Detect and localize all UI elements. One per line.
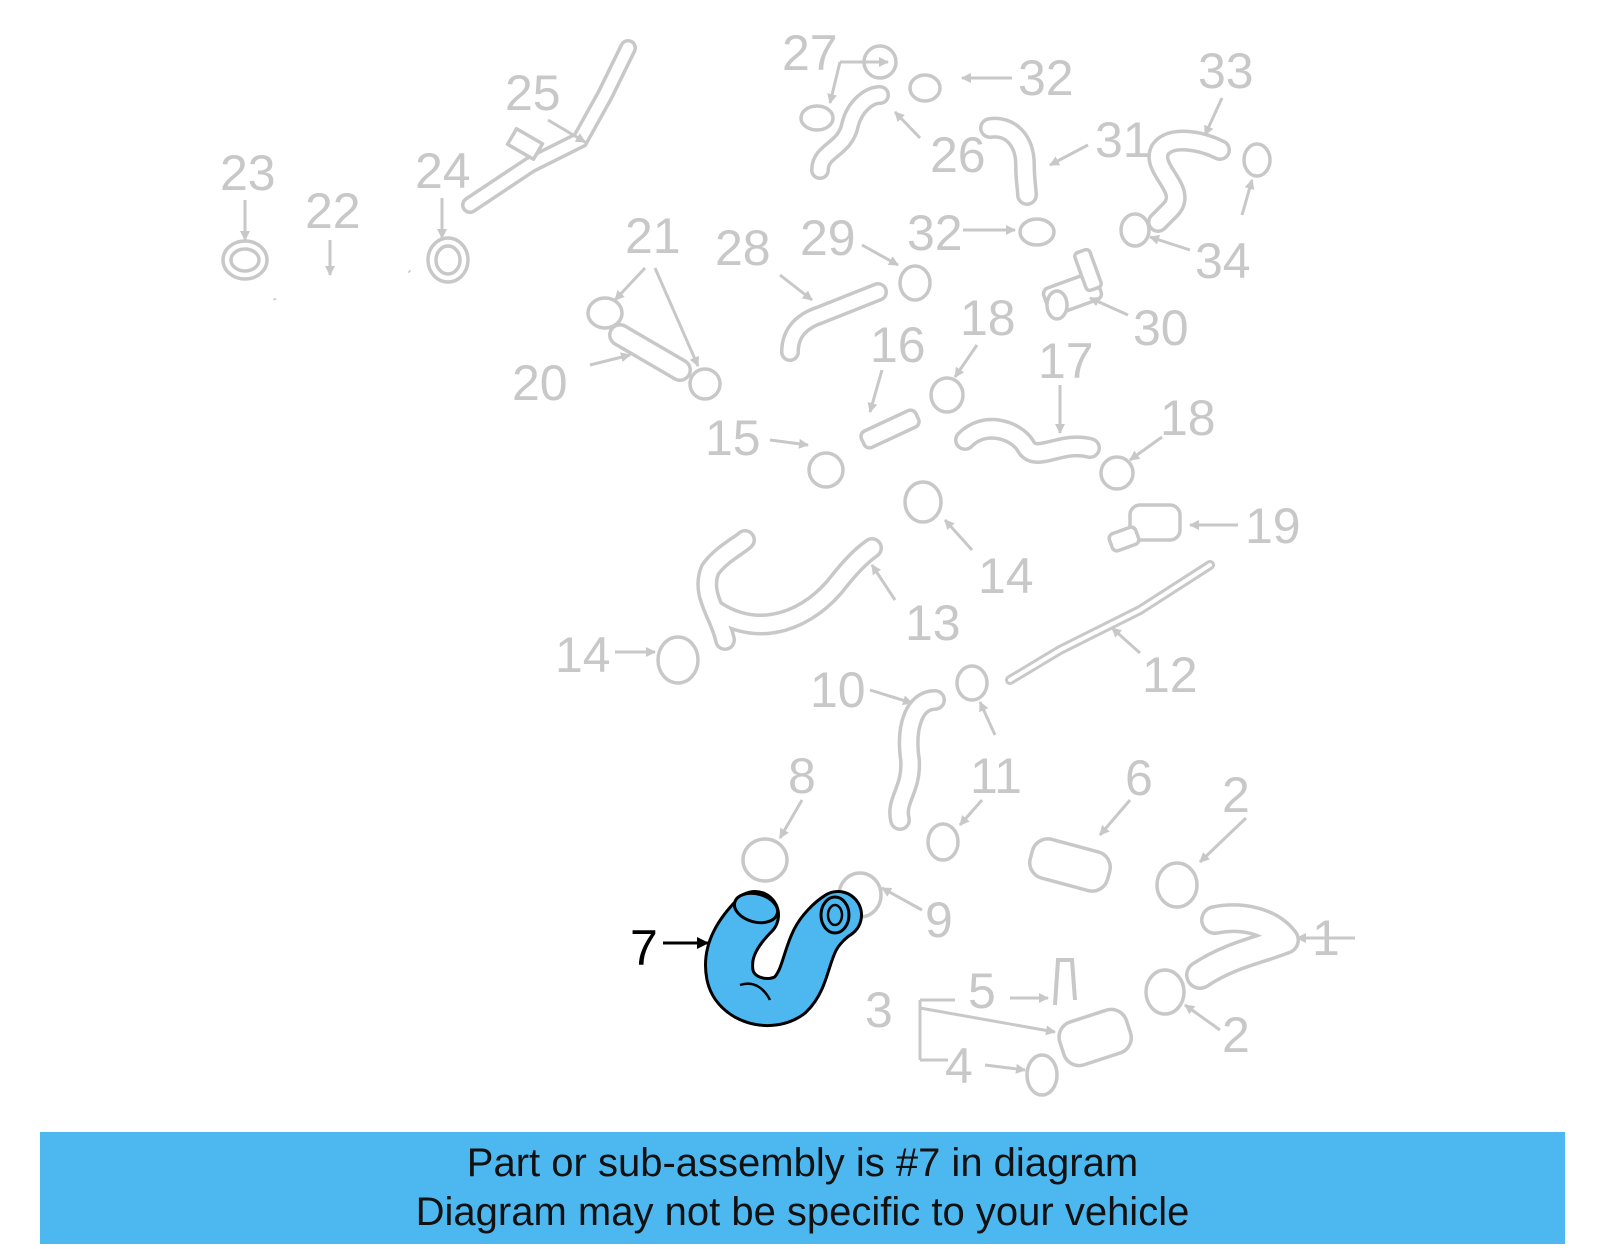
fitting-6-icon	[1028, 837, 1112, 893]
clamp-27b-icon	[799, 104, 835, 132]
clamp-8-icon	[741, 837, 789, 883]
callout-16: 16	[870, 317, 926, 373]
clamp-11b-icon	[926, 822, 960, 862]
clamp-33-icon	[1242, 142, 1272, 178]
oring-4-icon	[1025, 1053, 1059, 1097]
banner-line-1: Part or sub-assembly is #7 in diagram	[466, 1141, 1139, 1185]
callout-11a: 11	[970, 748, 1022, 804]
callout-29: 29	[800, 210, 856, 266]
callout-24: 24	[415, 143, 471, 199]
clamp-2b-icon	[1144, 968, 1186, 1016]
callout-21: 21	[625, 208, 681, 264]
callout-7: 7	[630, 920, 658, 976]
callout-2a: 2	[1222, 767, 1250, 823]
bracket-5-icon	[1053, 958, 1077, 1006]
clamp-15-icon	[807, 451, 845, 489]
clamp-34-icon	[1119, 212, 1151, 248]
housing-3-icon	[1057, 1007, 1133, 1068]
callout-2b: 2	[1222, 1007, 1250, 1063]
callout-26: 26	[930, 127, 986, 183]
fitting-16-icon	[859, 408, 921, 450]
callout-labels: 1 2 2 3 4 5 6 7 8 9 10 11 11 12 13 14 14…	[220, 25, 1340, 1094]
callout-32a: 32	[1018, 50, 1074, 106]
callout-25: 25	[505, 65, 561, 121]
leader-lines	[240, 57, 1355, 1074]
callout-14a: 14	[555, 627, 611, 683]
callout-12: 12	[1142, 647, 1198, 703]
callout-5: 5	[968, 963, 996, 1019]
callout-31: 31	[1095, 112, 1151, 168]
callout-6: 6	[1125, 750, 1153, 806]
callout-22: 22	[305, 183, 361, 239]
callout-17: 17	[1038, 333, 1094, 389]
callout-20: 20	[512, 355, 568, 411]
clamp-18a-icon	[929, 376, 965, 414]
clamp-32a-icon	[908, 73, 942, 103]
callout-18a: 18	[960, 290, 1016, 346]
clamp-21b-icon	[688, 367, 722, 401]
callout-34: 34	[1195, 233, 1251, 289]
clamp-18b-icon	[1099, 455, 1135, 491]
clamp-14b-icon	[656, 635, 700, 685]
callout-13: 13	[905, 595, 961, 651]
pump-19-icon	[1128, 503, 1182, 542]
info-banner: Part or sub-assembly is #7 in diagram Di…	[40, 1132, 1565, 1244]
callout-19: 19	[1245, 498, 1301, 554]
callout-8: 8	[788, 748, 816, 804]
callout-27: 27	[782, 25, 838, 81]
clamp-32b-icon	[1018, 217, 1056, 247]
callout-1: 1	[1312, 910, 1340, 966]
callout-10: 10	[810, 662, 866, 718]
callout-28: 28	[715, 220, 771, 276]
clamp-2a-icon	[1155, 861, 1199, 909]
callout-3: 3	[865, 982, 893, 1038]
clamp-29-icon	[898, 264, 932, 302]
callout-23: 23	[220, 145, 276, 201]
callout-14b: 14	[978, 548, 1034, 604]
hose-7-highlighted-icon[interactable]	[704, 889, 863, 1027]
clamp-11a-icon	[955, 664, 989, 702]
callout-9: 9	[925, 892, 953, 948]
callout-32b: 32	[907, 205, 963, 261]
callout-30: 30	[1133, 300, 1189, 356]
clamp-14a-icon	[903, 480, 943, 524]
callout-4: 4	[945, 1038, 973, 1094]
clamp-21a-icon	[586, 296, 624, 330]
banner-line-2: Diagram may not be specific to your vehi…	[415, 1190, 1190, 1234]
callout-15: 15	[705, 410, 761, 466]
callout-18b: 18	[1160, 390, 1216, 446]
callout-33: 33	[1198, 43, 1254, 99]
